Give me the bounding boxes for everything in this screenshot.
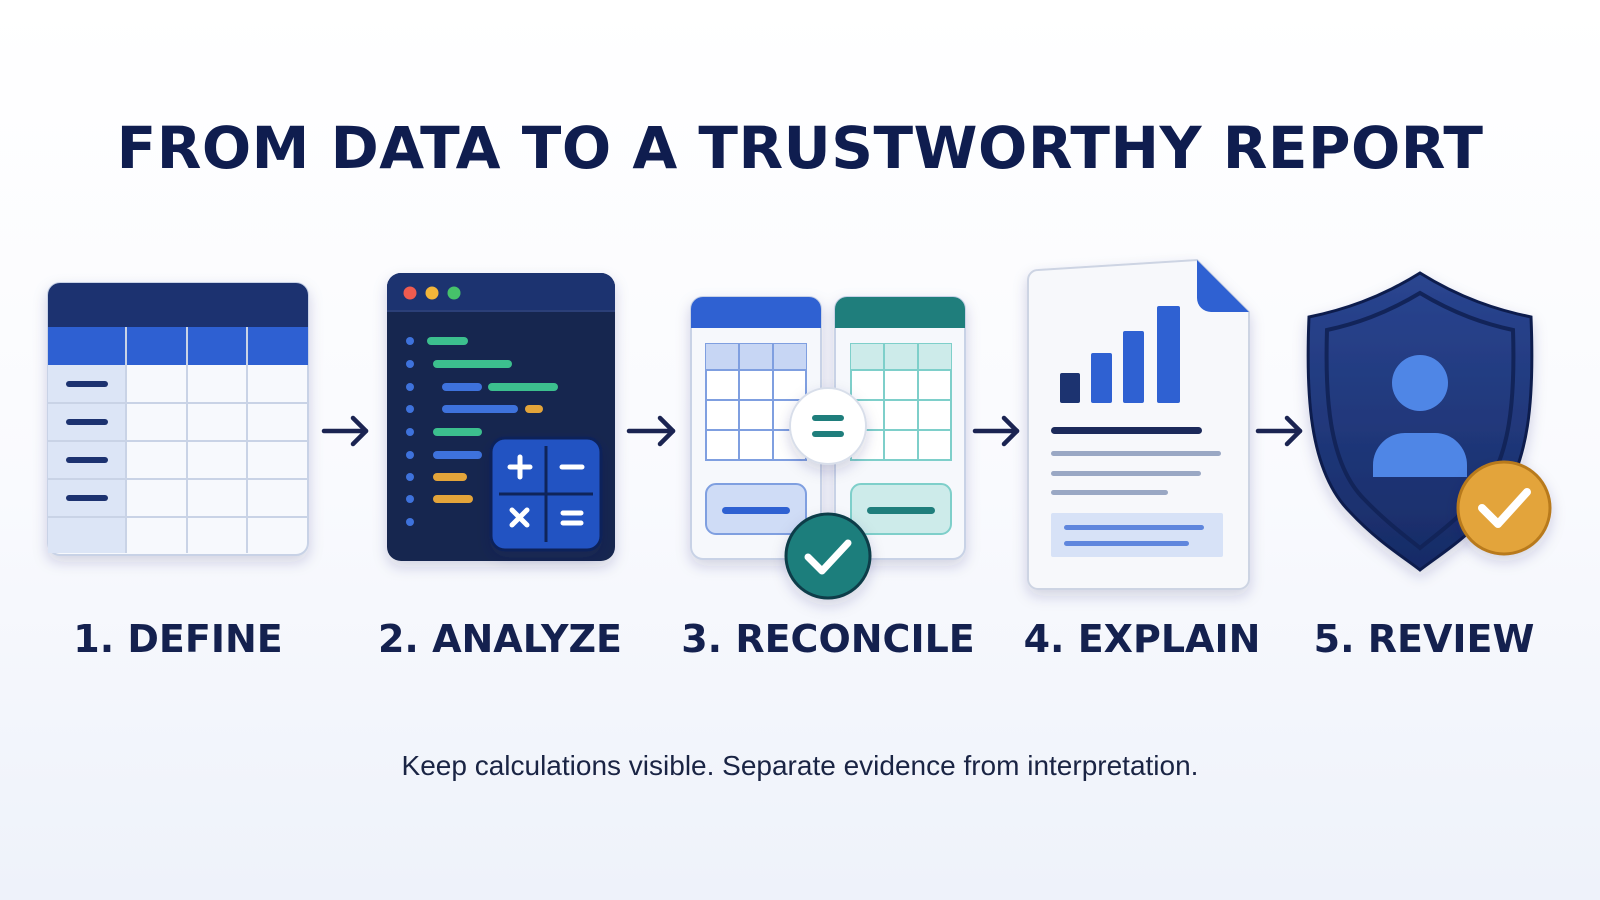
shield-reviewer-check-icon [1306,271,1552,572]
arrow-right-icon [1255,415,1303,447]
step-analyze: 2. ANALYZE [378,273,622,661]
step-label: 4. EXPLAIN [1024,617,1261,661]
step-label: 1. DEFINE [73,617,282,661]
step-explain: 4. EXPLAIN [1024,258,1261,661]
step-define: 1. DEFINE [47,282,309,661]
step-label: 2. ANALYZE [378,617,622,661]
compare-tables-equals-icon [690,296,966,600]
step-reconcile: 3. RECONCILE [681,296,975,661]
arrow-right-icon [321,415,369,447]
report-document-chart-icon [1027,258,1250,590]
table-spreadsheet-icon [47,282,309,556]
code-window-calculator-icon [387,273,615,561]
step-label: 5. REVIEW [1314,617,1535,661]
step-review: 5. REVIEW [1306,271,1552,661]
step-label: 3. RECONCILE [681,617,975,661]
arrow-right-icon [972,415,1020,447]
page-title: FROM DATA TO A TRUSTWORTHY REPORT [116,114,1484,182]
footer-tagline: Keep calculations visible. Separate evid… [401,750,1199,781]
arrow-right-icon [626,415,676,447]
